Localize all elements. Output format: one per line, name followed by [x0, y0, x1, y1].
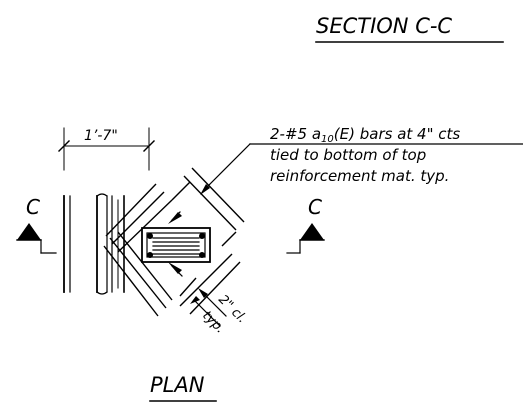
bar-dot-icon — [199, 233, 205, 239]
note-line-3: reinforcement mat. typ. — [270, 167, 449, 185]
section-arrow-left-icon — [17, 223, 41, 240]
bar-dot-icon — [199, 252, 205, 258]
note-line-1: 2-#5 a10(E) bars at 4" cts — [270, 125, 460, 145]
plan-title: PLAN — [150, 373, 205, 397]
dimension-width-label: 1’-7" — [84, 128, 118, 144]
section-marker-right: C — [286, 195, 325, 254]
bundle-pointers — [168, 211, 183, 277]
bar-dot-icon — [147, 233, 153, 239]
diagonal-reinforcement-mat — [103, 167, 245, 317]
note-line-2: tied to bottom of top — [270, 146, 426, 164]
bar-dot-icon — [147, 252, 153, 258]
width-dimension: 1’-7" — [58, 127, 155, 171]
section-title: SECTION C-C — [316, 14, 452, 38]
clearance-dimension: 2" cl. typ. — [190, 288, 249, 337]
section-marker-left: C — [16, 195, 57, 254]
pier-elevation — [63, 193, 125, 295]
section-arrow-right-icon — [300, 223, 324, 240]
reinforcement-note: 2-#5 a10(E) bars at 4" cts tied to botto… — [270, 125, 460, 185]
leader-arrow-icon — [200, 184, 210, 195]
note-leader — [200, 143, 523, 195]
bar-bundle — [141, 227, 211, 263]
section-marker-left-letter: C — [26, 195, 40, 219]
section-marker-right-letter: C — [308, 195, 322, 219]
